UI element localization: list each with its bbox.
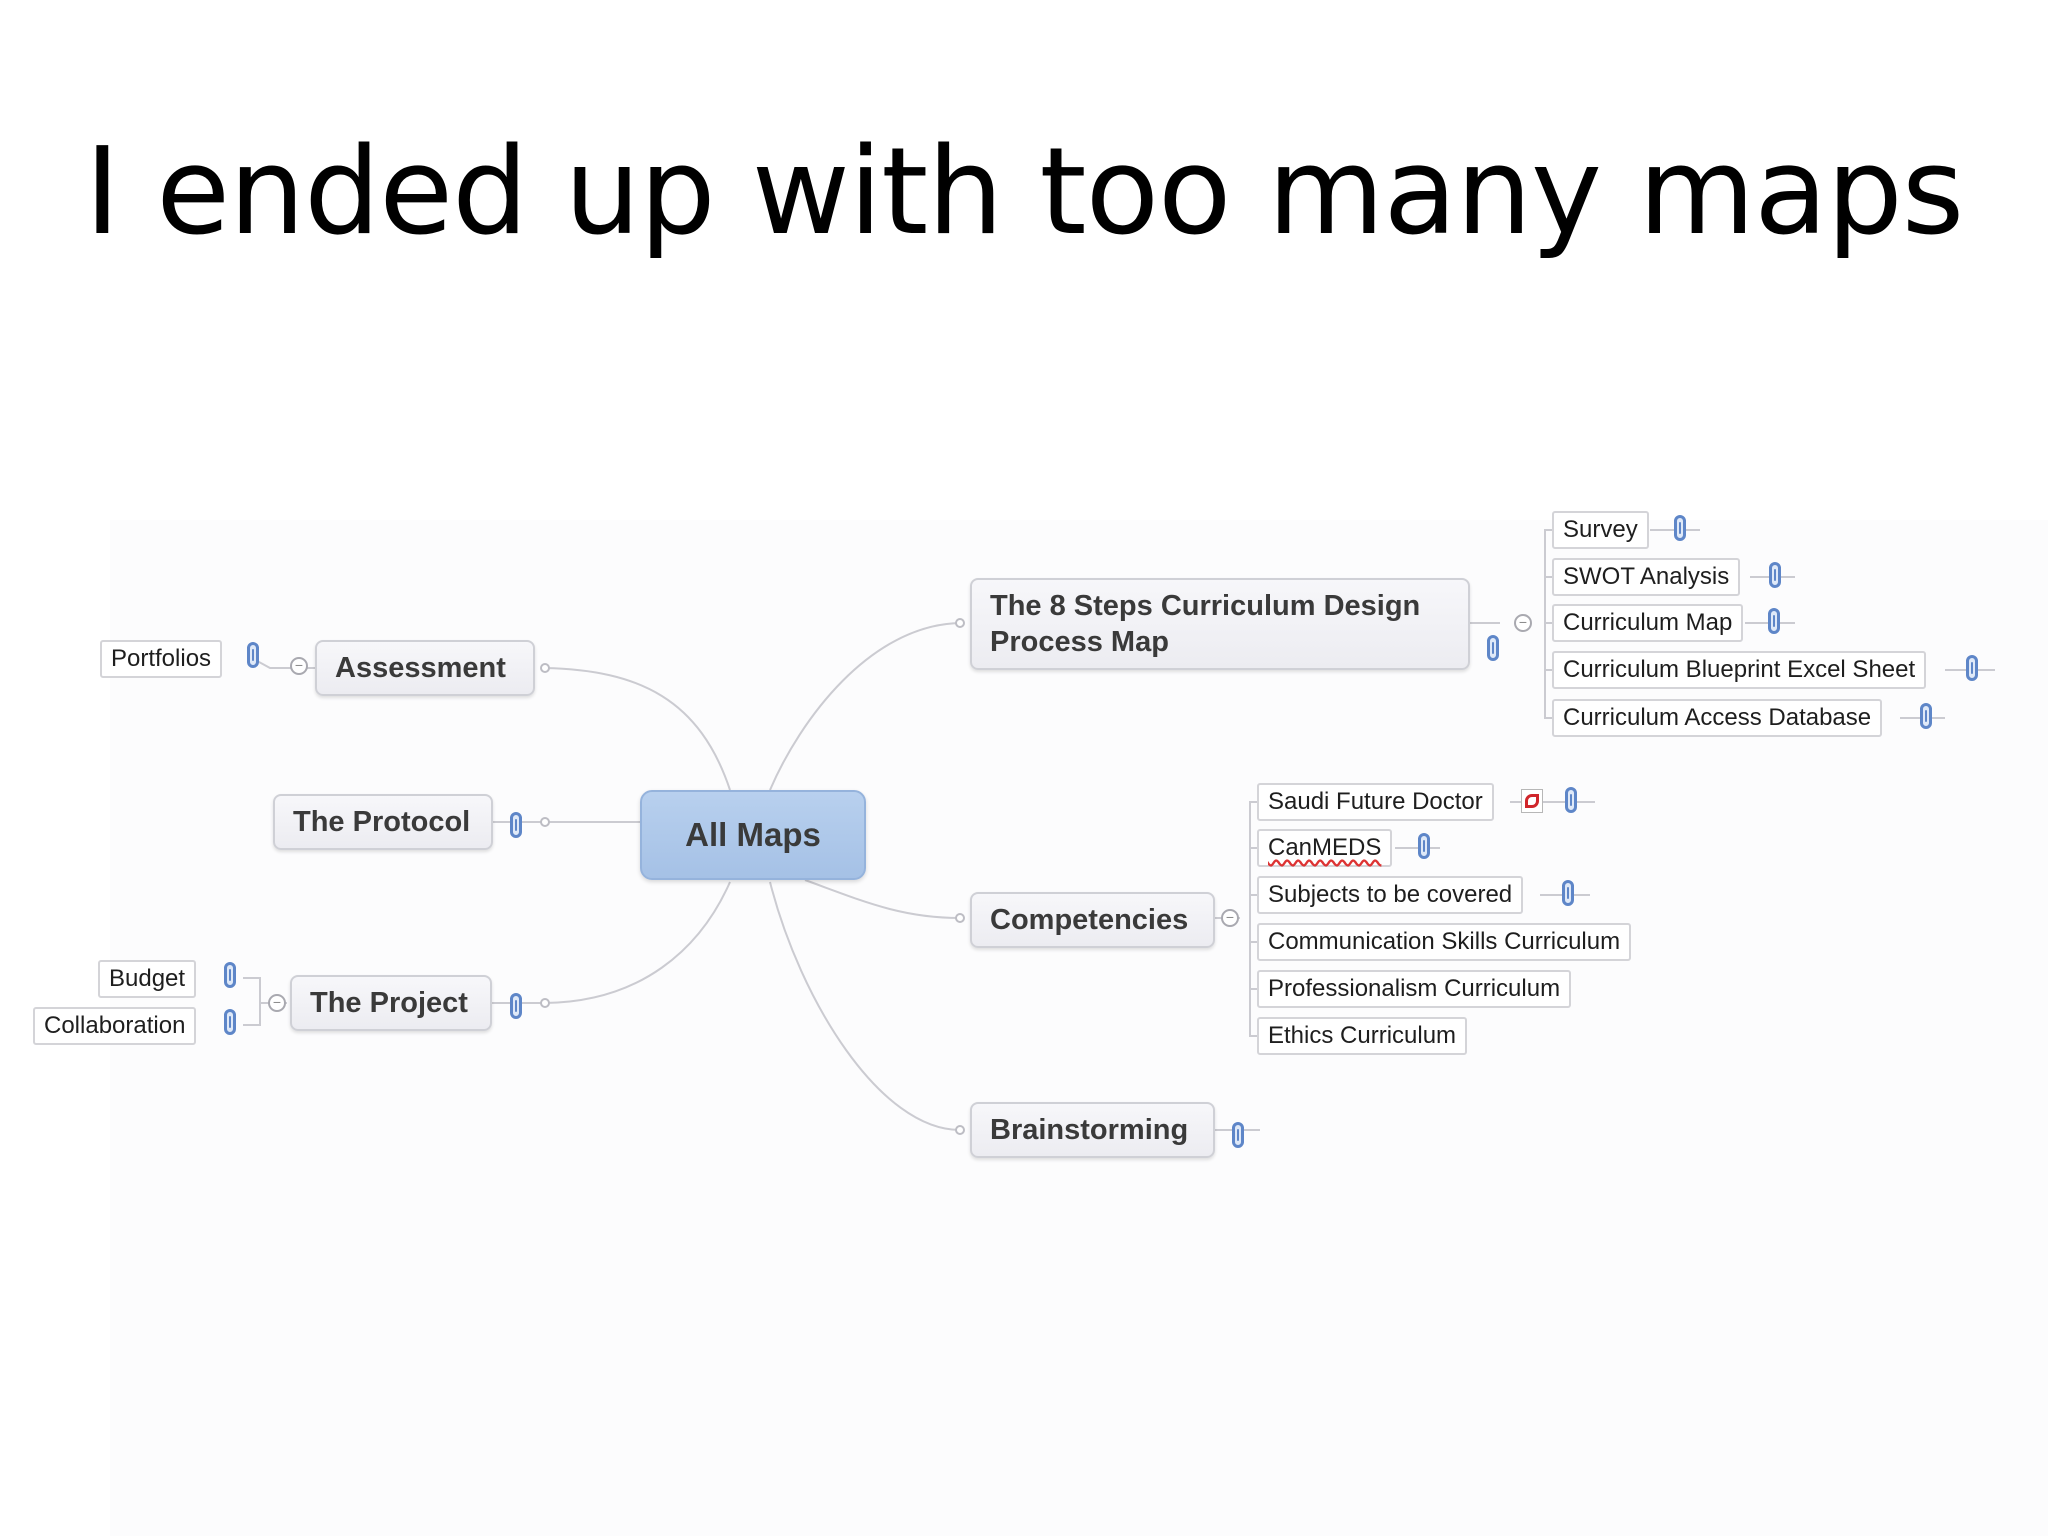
topic-brainstorming[interactable]: Brainstorming bbox=[970, 1102, 1215, 1158]
subtopic-label: Curriculum Map bbox=[1563, 609, 1733, 636]
topic-the-protocol[interactable]: The Protocol bbox=[273, 794, 493, 850]
collapse-minus-icon[interactable]: − bbox=[268, 994, 286, 1012]
subtopic-professionalism-curriculum[interactable]: Professionalism Curriculum bbox=[1257, 970, 1572, 1008]
paperclip-icon[interactable] bbox=[224, 1009, 236, 1035]
subtopic-label: Ethics Curriculum bbox=[1268, 1022, 1457, 1049]
subtopic-label: CanMEDS bbox=[1268, 834, 1382, 861]
topic-assessment[interactable]: Assessment bbox=[315, 640, 535, 696]
subtopic-swot-analysis[interactable]: SWOT Analysis bbox=[1552, 558, 1741, 596]
subtopic-collaboration[interactable]: Collaboration bbox=[33, 1007, 197, 1045]
paperclip-icon[interactable] bbox=[1768, 608, 1780, 634]
collapse-minus-icon[interactable]: − bbox=[1514, 614, 1532, 632]
paperclip-icon[interactable] bbox=[1487, 635, 1499, 661]
subtopic-label: Collaboration bbox=[44, 1012, 186, 1039]
subtopic-subjects-to-be-covered[interactable]: Subjects to be covered bbox=[1257, 876, 1524, 914]
collapse-minus-icon[interactable]: − bbox=[290, 657, 308, 675]
subtopic-label: Portfolios bbox=[111, 645, 212, 672]
paperclip-icon[interactable] bbox=[1232, 1122, 1244, 1148]
subtopic-budget[interactable]: Budget bbox=[98, 960, 197, 998]
paperclip-icon[interactable] bbox=[1769, 562, 1781, 588]
paperclip-icon[interactable] bbox=[1920, 703, 1932, 729]
paperclip-icon[interactable] bbox=[510, 812, 522, 838]
paperclip-icon[interactable] bbox=[1562, 880, 1574, 906]
subtopic-survey[interactable]: Survey bbox=[1552, 511, 1649, 549]
paperclip-icon[interactable] bbox=[1418, 833, 1430, 859]
topic-8-steps-curriculum-design[interactable]: The 8 Steps Curriculum Design Process Ma… bbox=[970, 578, 1470, 670]
subtopic-label: Curriculum Access Database bbox=[1563, 704, 1872, 731]
topic-label: Competencies bbox=[990, 903, 1189, 936]
subtopic-label: Survey bbox=[1563, 516, 1638, 543]
subtopic-curriculum-blueprint[interactable]: Curriculum Blueprint Excel Sheet bbox=[1552, 651, 1927, 689]
collapse-minus-icon[interactable]: − bbox=[1221, 909, 1239, 927]
topic-label: Brainstorming bbox=[990, 1113, 1189, 1146]
subtopic-portfolios[interactable]: Portfolios bbox=[100, 640, 223, 678]
subtopic-communication-skills-curriculum[interactable]: Communication Skills Curriculum bbox=[1257, 923, 1632, 961]
topic-label-line-2: Process Map bbox=[990, 626, 1169, 658]
paperclip-icon[interactable] bbox=[1674, 515, 1686, 541]
topic-label: The Project bbox=[310, 986, 468, 1019]
subtopic-saudi-future-doctor[interactable]: Saudi Future Doctor bbox=[1257, 783, 1494, 821]
topic-label: Assessment bbox=[335, 651, 506, 684]
paperclip-icon[interactable] bbox=[247, 642, 259, 668]
pdf-file-icon[interactable] bbox=[1521, 789, 1543, 813]
paperclip-icon[interactable] bbox=[1565, 787, 1577, 813]
subtopic-canmeds[interactable]: CanMEDS bbox=[1257, 829, 1393, 867]
subtopic-curriculum-access-database[interactable]: Curriculum Access Database bbox=[1552, 699, 1883, 737]
subtopic-label: Professionalism Curriculum bbox=[1268, 975, 1561, 1002]
topic-label-line-1: The 8 Steps Curriculum Design bbox=[990, 590, 1421, 622]
paperclip-icon[interactable] bbox=[224, 962, 236, 988]
central-node-all-maps[interactable]: All Maps bbox=[640, 790, 866, 880]
topic-competencies[interactable]: Competencies bbox=[970, 892, 1215, 948]
subtopic-label: Subjects to be covered bbox=[1268, 881, 1513, 908]
slide-title: I ended up with too many maps bbox=[84, 123, 1965, 262]
topic-label: The Protocol bbox=[293, 805, 471, 838]
subtopic-label: SWOT Analysis bbox=[1563, 563, 1730, 590]
central-node-label: All Maps bbox=[685, 816, 821, 853]
paperclip-icon[interactable] bbox=[510, 993, 522, 1019]
subtopic-ethics-curriculum[interactable]: Ethics Curriculum bbox=[1257, 1017, 1468, 1055]
topic-the-project[interactable]: The Project bbox=[290, 975, 492, 1031]
paperclip-icon[interactable] bbox=[1966, 655, 1978, 681]
subtopic-label: Curriculum Blueprint Excel Sheet bbox=[1563, 656, 1916, 683]
subtopic-label: Communication Skills Curriculum bbox=[1268, 928, 1621, 955]
subtopic-label: Budget bbox=[109, 965, 186, 992]
subtopic-curriculum-map[interactable]: Curriculum Map bbox=[1552, 604, 1744, 642]
subtopic-label: Saudi Future Doctor bbox=[1268, 788, 1483, 815]
